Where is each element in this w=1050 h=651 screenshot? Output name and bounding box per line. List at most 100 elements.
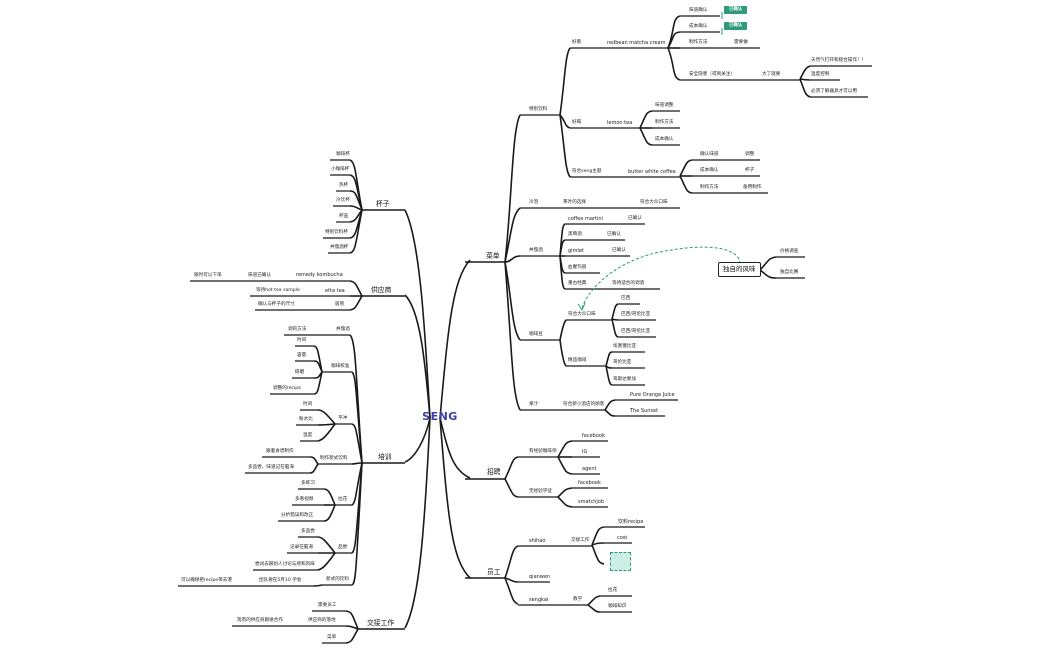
node-cold-sub[interactable]: 茶叶的选择: [563, 200, 586, 205]
node-wine-status[interactable]: 已确认: [607, 232, 621, 237]
branch-training[interactable]: 培训: [378, 453, 392, 461]
node-good[interactable]: 好看: [572, 40, 582, 45]
node-tasty-item[interactable]: 成本确认: [655, 137, 674, 142]
node-premium[interactable]: 精品咖啡: [568, 358, 587, 363]
node-etta[interactable]: etta tea: [325, 288, 345, 294]
node-flat-item[interactable]: 温度: [303, 433, 313, 438]
node-handover-item[interactable]: 菜单: [327, 635, 337, 640]
node-latte-item[interactable]: 多练习: [301, 481, 315, 486]
callout-unique-flavor[interactable]: 独自的风味: [718, 262, 761, 277]
node-cost-confirm[interactable]: 成本确认: [689, 24, 708, 29]
node-channel[interactable]: smatchjob: [578, 499, 605, 505]
node-wine-item[interactable]: gimlet: [568, 248, 584, 254]
node-taste-confirm[interactable]: 味道确认: [689, 8, 708, 13]
node-calib-item[interactable]: 容量: [297, 353, 307, 358]
node-roast[interactable]: 丼蔻酒: [336, 327, 350, 332]
node-cup[interactable]: 丼蔻酒杯: [330, 245, 349, 250]
node-cup[interactable]: 冷饮杯: [336, 198, 350, 203]
node-taste-item[interactable]: 多品尝: [301, 529, 315, 534]
node-coffee-beans[interactable]: 咖啡豆: [529, 332, 543, 337]
branch-supplier[interactable]: 供应商: [371, 286, 392, 294]
node-wine-item[interactable]: 血腥玛丽: [568, 265, 587, 270]
node-lemon-tea[interactable]: lemon tea: [607, 120, 633, 126]
node-wine-item[interactable]: 重古经典: [568, 281, 587, 286]
node-kombucha-sub[interactable]: 味道已确认: [248, 273, 271, 278]
node-channel[interactable]: IG: [582, 449, 588, 455]
node-straw[interactable]: 吸管: [335, 302, 345, 307]
callout-item[interactable]: 独自比赛: [780, 270, 799, 275]
node-juice-item[interactable]: Pure Orange Juice: [630, 392, 675, 398]
node-bean[interactable]: 巴西/哥伦比亚: [621, 312, 651, 317]
node-wine-item[interactable]: 黑莓酒: [568, 232, 582, 237]
node-cup[interactable]: 小咖啡杯: [331, 167, 350, 172]
node-fit-row[interactable]: 杯子: [745, 168, 755, 173]
node-channel[interactable]: facebook: [582, 433, 605, 439]
node-safety-val[interactable]: 大了就要: [762, 72, 781, 77]
callout-item[interactable]: 价格调查: [780, 249, 799, 254]
node-latte-item[interactable]: 多看视频: [295, 497, 314, 502]
node-kombucha[interactable]: remedy kombucha: [296, 272, 343, 278]
node-wine-status[interactable]: 等待适合的调酒: [612, 281, 645, 286]
node-fit-row[interactable]: 确认味道: [700, 152, 719, 157]
node-latte-item[interactable]: 分析错误和改正: [281, 513, 314, 518]
branch-handover[interactable]: 交接工作: [367, 619, 395, 627]
node-flat-item[interactable]: 时间: [303, 402, 313, 407]
node-juice[interactable]: 果汁: [529, 402, 539, 407]
node-risk[interactable]: 天然气打开和接合操作！！: [811, 58, 867, 63]
node-bean[interactable]: 巴西: [621, 296, 631, 301]
node-juice-sub[interactable]: 符合新小酒店的顾客: [563, 402, 605, 407]
node-channel[interactable]: agent: [582, 466, 597, 472]
node-new-drink[interactable]: 新式的饮料: [326, 577, 349, 582]
node-calibration[interactable]: 咖啡校准: [331, 364, 350, 369]
node-staff-item[interactable]: 饮料recipe: [618, 519, 644, 525]
node-wine-item[interactable]: coffee martini: [568, 216, 603, 222]
node-staff-name[interactable]: qianwen: [529, 574, 551, 580]
node-juice-item[interactable]: The Sunset: [630, 408, 659, 414]
node-staff-item[interactable]: 咖啡知识: [608, 604, 627, 609]
node-wine-status[interactable]: 已确认: [628, 216, 642, 221]
branch-menu[interactable]: 菜单: [486, 252, 500, 260]
node-bean[interactable]: 哥伦比亚: [613, 360, 632, 365]
node-cup[interactable]: 热杯: [339, 183, 349, 188]
node-risk[interactable]: 温度控制: [811, 72, 830, 77]
node-tasting[interactable]: 品尝: [338, 545, 348, 550]
node-staff-task[interactable]: 交接工作: [571, 538, 590, 543]
node-handover-item[interactable]: 需要员工: [318, 603, 337, 608]
node-make-item[interactable]: 多品尝，味道记在脑海: [248, 465, 294, 470]
node-taste-item[interactable]: 尝试去跟别人讨论与感和风味: [255, 562, 315, 567]
node-redbean[interactable]: redbean matcha cream: [607, 40, 666, 46]
node-kombucha-leaf[interactable]: 随时可以下单: [194, 273, 222, 278]
node-new-drink-sub[interactable]: 团队要在5月10 学会: [259, 578, 302, 583]
node-tasty-item[interactable]: 制作方法: [655, 120, 674, 125]
node-calib-item[interactable]: 调整的recipe: [273, 386, 301, 391]
node-etta-sub[interactable]: 等待hot tea sample: [256, 288, 300, 293]
node-method-val[interactable]: 需要做: [734, 40, 748, 45]
node-wine-status[interactable]: 已确认: [612, 248, 626, 253]
branch-cups[interactable]: 杯子: [376, 200, 390, 208]
node-risk[interactable]: 必须了解器具才可以用: [811, 89, 857, 94]
node-cup[interactable]: 杯盖: [339, 214, 349, 219]
node-flat-item[interactable]: 粉水比: [299, 417, 313, 422]
node-apprentice[interactable]: 无经验学徒: [529, 489, 552, 494]
node-channel[interactable]: facebook: [578, 480, 601, 486]
node-fit-row[interactable]: 备用制作: [743, 185, 762, 190]
node-calib-item[interactable]: 研磨: [295, 370, 305, 375]
node-fit-row[interactable]: 调整: [745, 152, 755, 157]
node-cup[interactable]: 特别饮料杯: [325, 230, 348, 235]
node-fit-row[interactable]: 成本确认: [700, 168, 719, 173]
node-flat-pour[interactable]: 平冲: [338, 416, 348, 421]
node-staff-item[interactable]: cost: [617, 535, 628, 541]
node-cold-brew[interactable]: 冷泡: [529, 200, 539, 205]
node-taste-item[interactable]: 记录在脑海: [290, 545, 313, 550]
node-special[interactable]: 特别饮料: [529, 107, 548, 112]
selected-empty-node[interactable]: [610, 552, 631, 571]
node-butter-coffee[interactable]: butter white coffee: [628, 169, 676, 175]
node-handover-item[interactable]: 现有的供应商跟进合作: [237, 618, 283, 623]
node-fit-theme[interactable]: 符合seng主题: [572, 169, 602, 174]
node-staff-name[interactable]: sengkai: [529, 597, 549, 603]
node-staff-item[interactable]: 拉花: [608, 588, 618, 593]
node-fit-row[interactable]: 制作方法: [700, 185, 719, 190]
node-experienced[interactable]: 有经验咖啡师: [529, 449, 557, 454]
node-method[interactable]: 制作方法: [689, 40, 708, 45]
node-wine[interactable]: 丼蔻酒: [529, 248, 543, 253]
